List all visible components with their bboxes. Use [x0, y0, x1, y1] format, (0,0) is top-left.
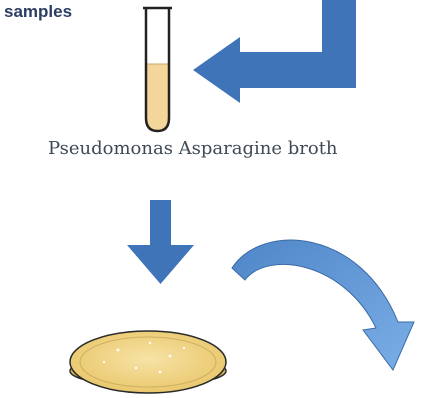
curved-arrow-icon	[231, 239, 415, 371]
samples-label: samples	[4, 2, 73, 21]
petri-dish-icon	[69, 330, 227, 394]
test-tube-icon	[143, 6, 172, 133]
elbow-arrow-icon	[193, 0, 356, 103]
down-arrow-icon	[127, 200, 194, 284]
broth-label: Pseudomonas Asparagine broth	[48, 138, 338, 159]
